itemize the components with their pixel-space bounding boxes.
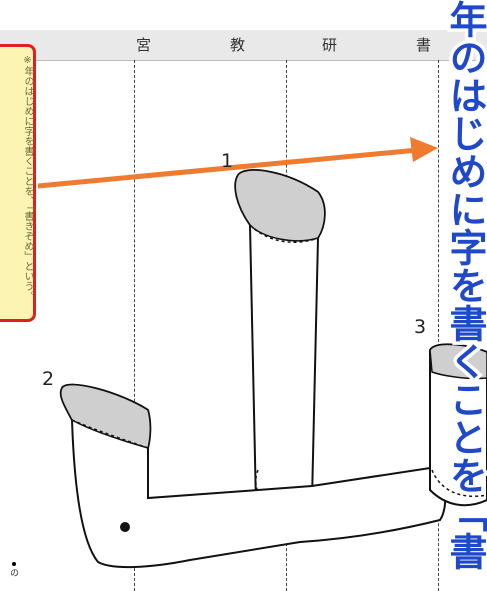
stroke-3-start-shade bbox=[429, 343, 487, 380]
stroke-number-1: 1 bbox=[221, 150, 234, 172]
publisher-char-1: 宮 bbox=[136, 36, 152, 54]
stroke-1-start-shade bbox=[234, 169, 326, 242]
turning-point-dot bbox=[120, 522, 130, 532]
stroke-2-start-shade bbox=[60, 383, 152, 449]
pointer-arrow-line bbox=[37, 147, 419, 189]
footnote-dot bbox=[12, 562, 16, 566]
note-box: ※年のはじめに字を書くことを、「書きぞめ」という。 bbox=[0, 44, 36, 322]
publisher-char-4: 書 bbox=[416, 36, 432, 54]
guide-line-1 bbox=[134, 60, 135, 591]
publisher-char-3: 研 bbox=[322, 36, 338, 54]
publisher-char-2: 教 bbox=[230, 36, 246, 54]
stroke-number-3: 3 bbox=[414, 316, 427, 338]
stroke-number-2: 2 bbox=[42, 368, 55, 390]
footnote-text: の bbox=[8, 568, 18, 577]
pointer-arrow-head bbox=[410, 137, 438, 162]
guide-line-3 bbox=[438, 60, 439, 591]
header-band bbox=[0, 30, 487, 61]
note-text: ※年のはじめに字を書くことを、「書きぞめ」という。 bbox=[22, 55, 33, 301]
vertical-title: 年のはじめに字を書くことを「書 bbox=[440, 0, 487, 574]
